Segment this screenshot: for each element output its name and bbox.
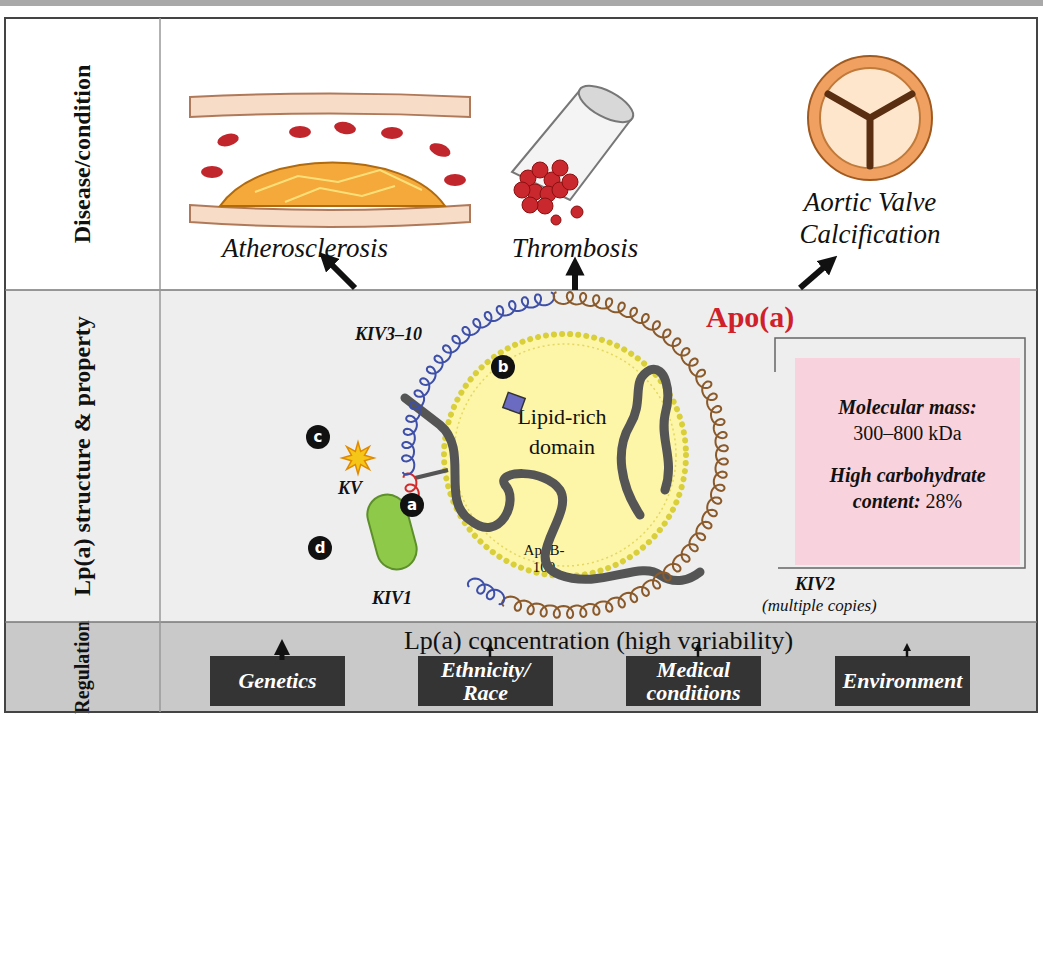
protein-name: Apo(a) [706, 300, 794, 334]
disease-label: Aortic Valve Calcification [780, 186, 960, 250]
callout-letter: d [308, 536, 332, 560]
factor-label: Genetics [238, 669, 316, 692]
property-key: Molecular mass: [795, 394, 1020, 420]
disease-label: Atherosclerosis [190, 232, 420, 264]
factor-box: Genetics [210, 656, 345, 706]
factor-label: Environment [843, 669, 963, 692]
lipid-domain: Lipid-rich domainApoB-100 [440, 330, 690, 580]
protein-label: ApoB-100 [518, 542, 570, 576]
factor-label: Ethnicity/ Race [424, 658, 547, 704]
factor-box: Medical conditions [626, 656, 761, 706]
property-key: High carbohydrate content: [829, 464, 985, 512]
domain-label: Lipid-rich domain [502, 402, 622, 462]
lipid-sphere [444, 334, 686, 576]
disease-label: Thrombosis [475, 232, 675, 264]
band-heading: Disease/condition [69, 65, 96, 244]
figure-frame [0, 0, 1043, 712]
regulation-summary: Lp(a) concentration (high variability) [160, 626, 1037, 656]
domain-label: KIV1 [372, 588, 412, 609]
band-heading: Lp(a) structure & property [69, 316, 96, 596]
domain-label: KIV2 [795, 574, 835, 595]
figure-frame [0, 0, 1043, 6]
domain-label: KIV3–10 [355, 324, 422, 345]
regulation-band: Regulation Lp(a) concentration (high vari… [5, 622, 1037, 712]
apo-a-bracket [775, 338, 1025, 568]
callout-letter: b [491, 355, 515, 379]
factor-label: Medical conditions [632, 658, 755, 704]
band-heading: Regulation [71, 620, 94, 713]
property-value: 28% [926, 490, 963, 512]
domain-label: KV [338, 478, 362, 499]
callout-letter: a [400, 493, 424, 517]
property-value: 300–800 kDa [795, 420, 1020, 446]
factor-box: Ethnicity/ Race [418, 656, 553, 706]
phospholipid-layer [454, 344, 676, 566]
domain-note: (multiple copies) [762, 596, 877, 616]
factor-box: Environment [835, 656, 970, 706]
figure-frame [5, 18, 1037, 712]
callout-letter: c [306, 425, 330, 449]
structure-band: Lp(a) structure & property Lipid-rich dom… [5, 290, 1037, 622]
property-box: Molecular mass:300–800 kDaHigh carbohydr… [795, 358, 1020, 565]
apo-a-bracket [775, 338, 1025, 568]
